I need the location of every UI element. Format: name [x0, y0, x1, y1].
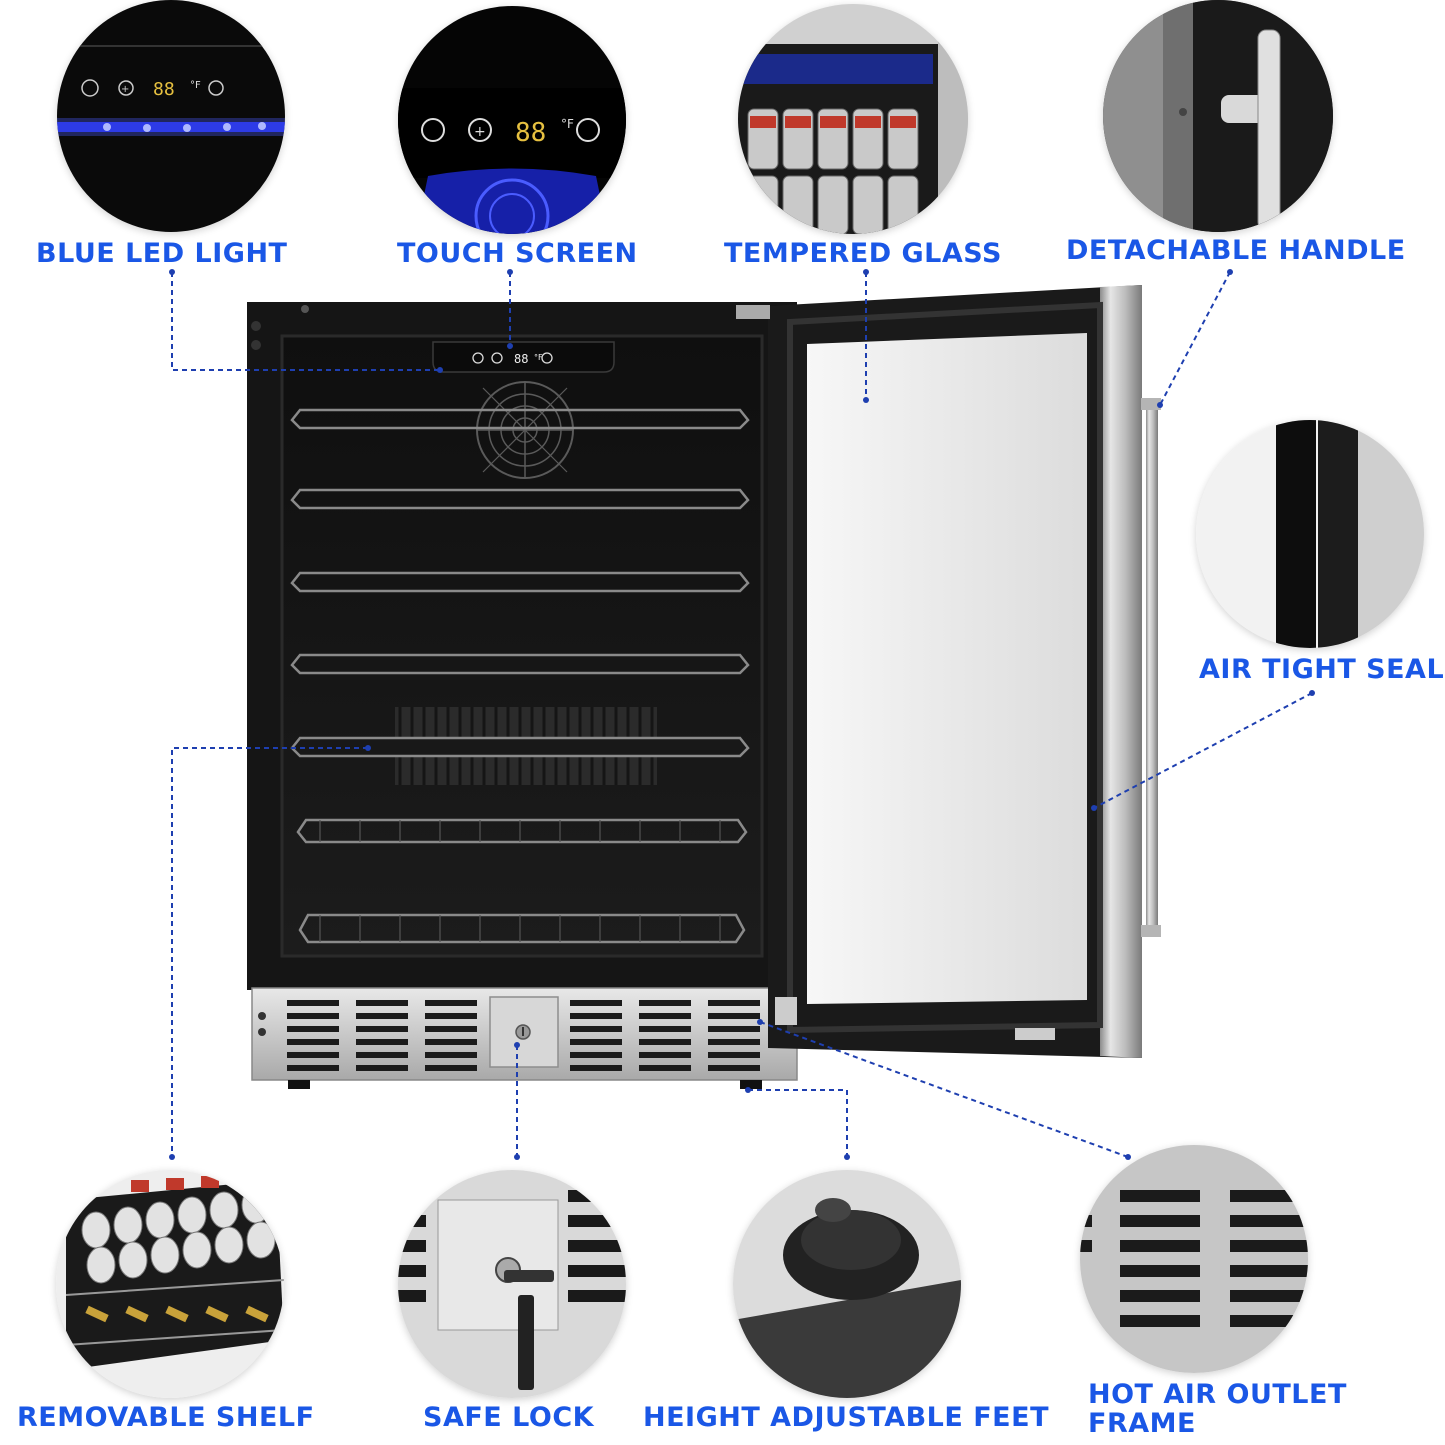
svg-text:+: +	[121, 84, 129, 95]
gear-icon	[81, 79, 99, 97]
door-glass	[807, 333, 1087, 1004]
label-hot-air-outlet-line2: FRAME	[1088, 1408, 1196, 1439]
gear-icon	[421, 118, 445, 142]
door-steel-edge	[1100, 285, 1142, 1058]
wire-shelves	[290, 408, 750, 944]
label-safe-lock: SAFE LOCK	[423, 1402, 595, 1433]
door-handle	[1146, 400, 1158, 935]
detail-height-adjustable-feet	[733, 1170, 961, 1398]
detail-safe-lock	[398, 1170, 626, 1398]
detail-hot-air-outlet-frame	[1080, 1145, 1308, 1373]
plus-icon	[468, 118, 492, 142]
minus-icon	[576, 118, 600, 142]
label-tempered-glass: TEMPERED GLASS	[724, 238, 1002, 269]
cabinet-interior	[282, 336, 762, 956]
svg-text:°F: °F	[534, 353, 543, 362]
detail-removable-shelf	[56, 1170, 284, 1398]
label-removable-shelf: REMOVABLE SHELF	[17, 1402, 315, 1433]
detail-blue-led-light: + 88 °F	[57, 0, 285, 232]
detail-touch-screen: + 88 °F	[398, 6, 626, 234]
svg-text:88: 88	[514, 352, 528, 366]
label-blue-led-light: BLUE LED LIGHT	[36, 238, 288, 269]
svg-text:88: 88	[515, 118, 546, 148]
minus-icon	[208, 80, 224, 96]
fan-icon	[474, 178, 550, 234]
detail-detachable-handle	[1103, 0, 1333, 232]
svg-text:+: +	[474, 124, 486, 140]
detail-air-tight-seal	[1196, 420, 1424, 648]
fan	[476, 381, 574, 479]
label-height-adjustable-feet: HEIGHT ADJUSTABLE FEET	[643, 1402, 1049, 1433]
label-hot-air-outlet-line1: HOT AIR OUTLET	[1088, 1379, 1347, 1410]
label-air-tight-seal: AIR TIGHT SEAL	[1199, 654, 1445, 685]
control-panel	[432, 341, 615, 373]
svg-text:°F: °F	[561, 117, 574, 131]
svg-text:88: 88	[153, 79, 175, 100]
detail-tempered-glass	[738, 4, 968, 234]
svg-text:°F: °F	[190, 80, 201, 91]
label-touch-screen: TOUCH SCREEN	[397, 238, 638, 269]
plus-icon	[118, 80, 134, 96]
label-detachable-handle: DETACHABLE HANDLE	[1066, 235, 1406, 266]
